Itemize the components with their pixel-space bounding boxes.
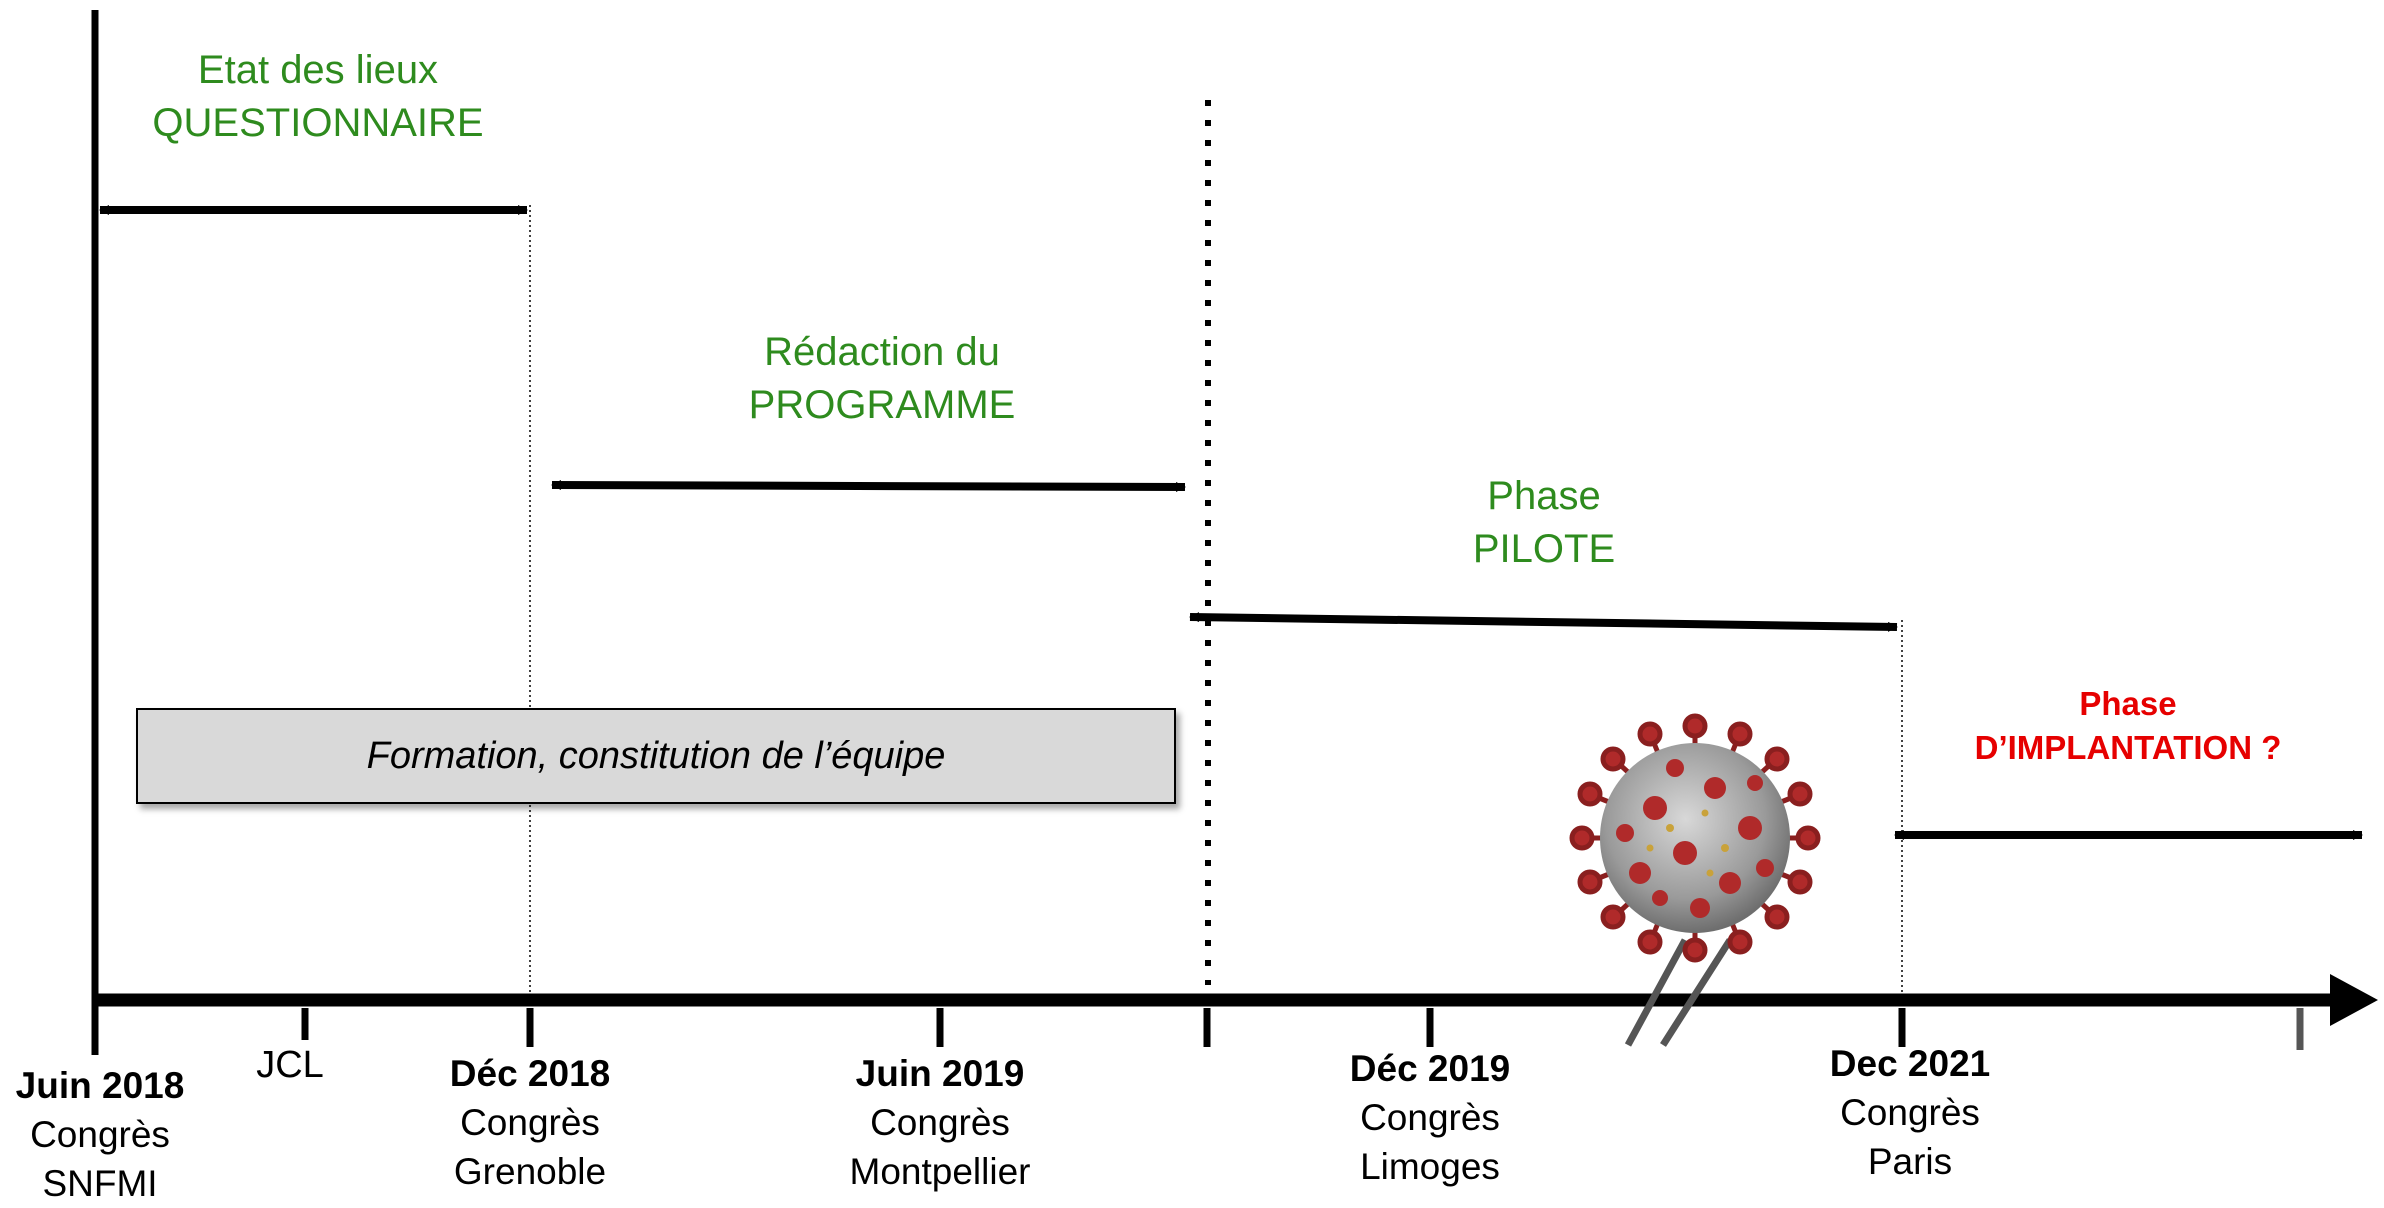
- milestone-date: Juin 2018: [15, 1065, 185, 1106]
- milestone-dec-2019: Déc 2019 Congrès Limoges: [1350, 1045, 1510, 1191]
- phase-label-redaction: Rédaction du PROGRAMME: [749, 326, 1016, 432]
- formation-box: Formation, constitution de l’équipe: [136, 708, 1176, 804]
- milestone-date: Dec 2021: [1829, 1043, 1991, 1084]
- milestone-date: Déc 2018: [449, 1053, 611, 1094]
- phase-pilote-line2: PILOTE: [1472, 526, 1616, 571]
- milestone-line2: Limoges: [1360, 1145, 1500, 1187]
- phase-implantation-line1: Phase: [2079, 685, 2177, 722]
- arrow-redaction: [551, 480, 1186, 492]
- milestone-line2: Montpellier: [849, 1150, 1031, 1192]
- milestone-juin-2018: Juin 2018 Congrès SNFMI: [16, 1062, 185, 1208]
- phase-redaction-line2: PROGRAMME: [748, 382, 1016, 427]
- milestone-line1: Congrès: [460, 1101, 600, 1143]
- milestone-line2: Grenoble: [453, 1150, 607, 1192]
- phase-etat-line2: QUESTIONNAIRE: [152, 100, 484, 145]
- phase-implantation-line2: D’IMPLANTATION ?: [1974, 728, 2282, 766]
- phase-redaction-line1: Rédaction du: [764, 330, 1000, 374]
- axis-break-icon: [1624, 938, 1733, 1047]
- phase-label-etat-des-lieux: Etat des lieux QUESTIONNAIRE: [152, 44, 483, 150]
- milestone-date: Déc 2019: [1349, 1048, 1511, 1089]
- axis-arrowhead-icon: [2330, 974, 2378, 1026]
- milestone-dec-2018: Déc 2018 Congrès Grenoble: [450, 1050, 610, 1196]
- milestone-date: Juin 2019: [855, 1053, 1025, 1094]
- minor-label-jcl: JCL: [256, 1044, 324, 1086]
- milestone-juin-2019: Juin 2019 Congrès Montpellier: [850, 1050, 1031, 1196]
- virus-icon: [1569, 713, 1821, 963]
- formation-label: Formation, constitution de l’équipe: [366, 734, 946, 777]
- phase-label-pilote: Phase PILOTE: [1473, 470, 1615, 576]
- milestone-line1: Congrès: [1360, 1096, 1500, 1138]
- milestone-line2: SNFMI: [42, 1162, 158, 1204]
- milestone-line1: Congrès: [870, 1101, 1010, 1143]
- milestone-dec-2021: Dec 2021 Congrès Paris: [1830, 1040, 1990, 1186]
- arrow-pilote: [1189, 612, 1898, 632]
- phase-label-implantation: Phase D’IMPLANTATION ?: [1975, 682, 2282, 769]
- milestone-line2: Paris: [1867, 1140, 1953, 1182]
- milestone-line1: Congrès: [30, 1113, 170, 1155]
- milestone-line1: Congrès: [1840, 1091, 1980, 1133]
- phase-etat-line1: Etat des lieux: [197, 48, 439, 92]
- phase-pilote-line1: Phase: [1487, 474, 1601, 518]
